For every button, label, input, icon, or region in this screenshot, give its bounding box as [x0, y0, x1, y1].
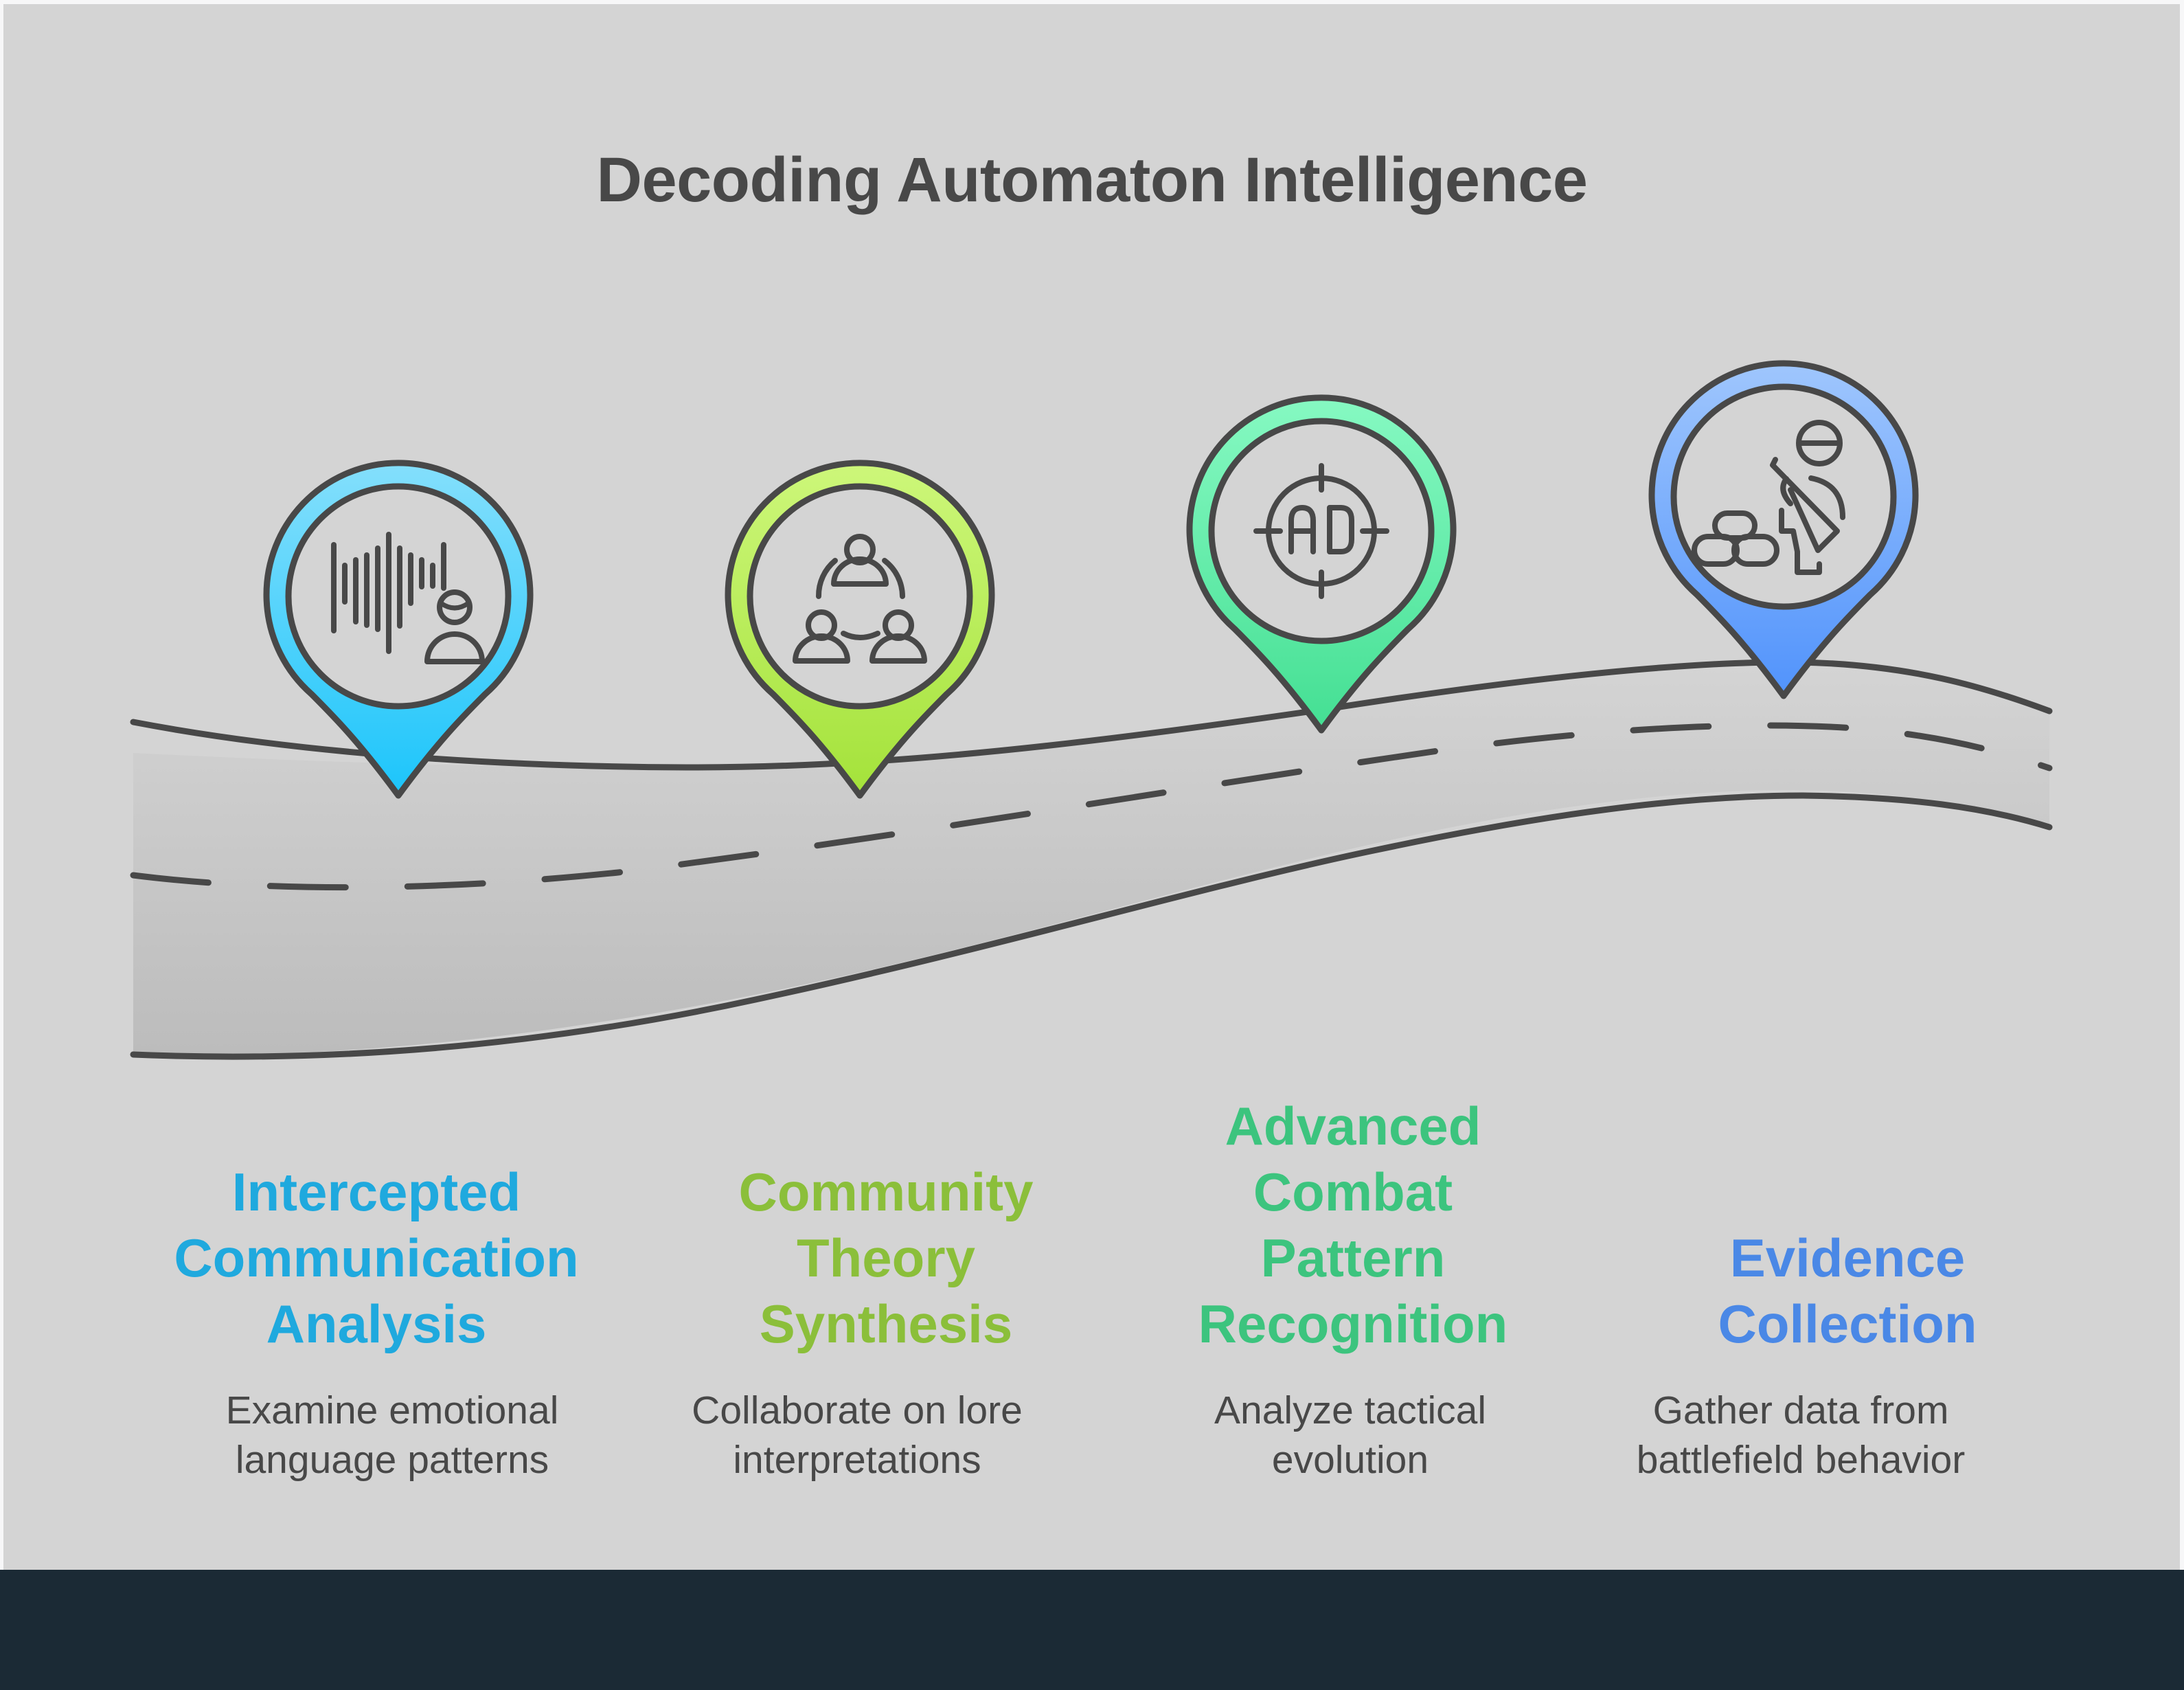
soldier-sandbags-icon: [1692, 420, 1845, 575]
page-title: Decoding Automaton Intelligence: [596, 145, 1588, 215]
heading-line: Communication: [174, 1228, 579, 1288]
heading-line: Community: [738, 1162, 1034, 1222]
description-line: Analyze tactical: [1214, 1388, 1487, 1432]
location-pin-3: [1186, 394, 1457, 734]
step-description: Collaborate on lore interpretations: [596, 1386, 1118, 1485]
target-crosshair-icon: [1253, 463, 1389, 599]
location-pin-1: [263, 460, 534, 799]
heading-line: Intercepted: [231, 1162, 521, 1222]
road-bottom-edge: [130, 792, 2053, 1060]
pin-inner-circle: [747, 483, 973, 710]
heading-line: Evidence: [1729, 1228, 1966, 1288]
road-surface: [133, 662, 2049, 1056]
step-description: Analyze tactical evolution: [1089, 1386, 1611, 1485]
heading-line: Collection: [1718, 1294, 1977, 1354]
team-collaboration-icon: [793, 534, 927, 664]
road-top-edge: [130, 659, 2053, 771]
heading-line: Analysis: [266, 1294, 487, 1354]
road: [130, 659, 2053, 1060]
heading-line: Theory: [796, 1228, 976, 1288]
location-pin-2: [725, 460, 995, 799]
description-line: interpretations: [733, 1438, 981, 1482]
heading-line: Recognition: [1198, 1294, 1508, 1354]
description-line: Gather data from: [1652, 1388, 1949, 1432]
road-center-dashes: [130, 722, 2053, 891]
heading-line: Advanced: [1225, 1096, 1481, 1156]
heading-line: Pattern: [1260, 1228, 1446, 1288]
pin-inner-circle: [1208, 418, 1435, 644]
footer-bar: [0, 1570, 2184, 1690]
step-description: Examine emotional language patterns: [131, 1386, 653, 1485]
voice-recognition-icon: [331, 532, 485, 664]
description-line: Examine emotional: [225, 1388, 559, 1432]
heading-line: Combat: [1253, 1162, 1453, 1222]
description-line: language patterns: [235, 1438, 549, 1482]
description-line: battlefield behavior: [1636, 1438, 1966, 1482]
location-pin-4: [1648, 360, 1919, 699]
description-line: Collaborate on lore: [692, 1388, 1023, 1432]
description-line: evolution: [1271, 1438, 1429, 1482]
step-description: Gather data from battlefield behavior: [1540, 1386, 2062, 1485]
heading-line: Synthesis: [759, 1294, 1013, 1354]
